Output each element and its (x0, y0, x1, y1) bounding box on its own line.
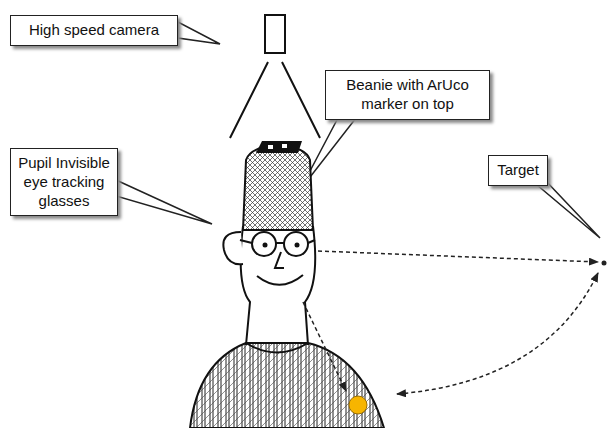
collar (246, 343, 308, 353)
ear (223, 232, 243, 264)
gaze-arrow (303, 302, 346, 391)
camera-view-lines (230, 62, 320, 138)
callout-text: Target (495, 161, 541, 180)
aruco-cell (268, 145, 273, 149)
face-outline (241, 226, 250, 345)
callout-text: High speed camera (17, 21, 171, 40)
gaze-arrow (318, 251, 598, 262)
aruco-cell (282, 144, 287, 148)
pupil (295, 243, 300, 248)
callout-tail (178, 22, 220, 44)
glasses-lens (252, 232, 276, 256)
nose (275, 252, 284, 268)
ball (349, 396, 367, 414)
callout-tail (116, 180, 212, 224)
callout-box: Pupil Invisible eye tracking glasses (10, 148, 118, 216)
beanie (243, 145, 313, 230)
aruco-marker (256, 141, 302, 153)
camera-symbol (265, 15, 285, 53)
gaze-shift-arrow (397, 273, 598, 394)
callout-box: High speed camera (10, 15, 178, 46)
callout-tail (530, 179, 600, 238)
glasses-frame (240, 240, 315, 243)
target-point (602, 261, 607, 266)
smile (257, 275, 303, 285)
callout-box: Target (488, 155, 548, 186)
callout-text: Beanie with ArUco marker on top (332, 76, 483, 114)
pupil (263, 243, 268, 248)
glasses-lens (284, 232, 308, 256)
face-outline (305, 226, 315, 345)
shirt (190, 343, 384, 428)
callout-box: Beanie with ArUco marker on top (325, 70, 490, 120)
callout-text: Pupil Invisible eye tracking glasses (17, 154, 111, 210)
